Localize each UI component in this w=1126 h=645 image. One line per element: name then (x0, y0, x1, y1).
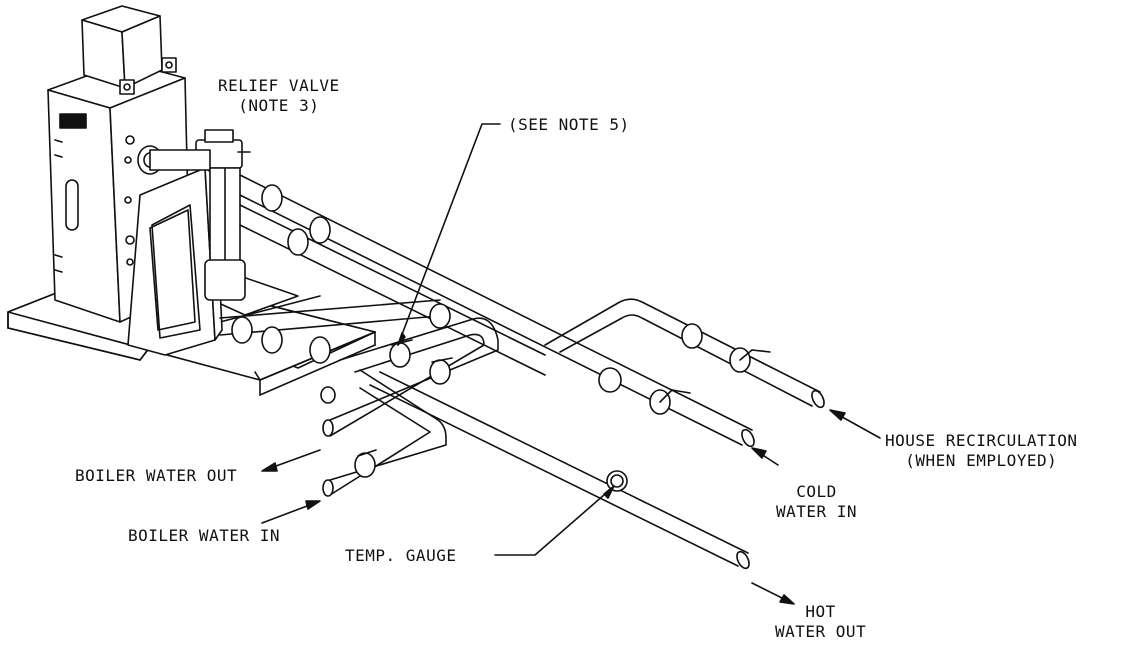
hot-water-out-pipe (369, 371, 750, 570)
boiler-water-out-pipe (322, 303, 499, 437)
leader-lines (261, 123, 881, 605)
house-recirculation-pipe (544, 298, 825, 409)
temp-gauge-label: TEMP. GAUGE (345, 546, 457, 565)
relief-valve-assembly (137, 129, 251, 301)
hot-water-out-label: HOT WATER OUT (775, 602, 866, 642)
boiler-water-out-label: BOILER WATER OUT (75, 466, 238, 485)
see-note-5-label: (SEE NOTE 5) (508, 115, 630, 134)
relief-valve-text: RELIEF VALVE (218, 76, 340, 95)
relief-valve-label: RELIEF VALVE (NOTE 3) (218, 76, 340, 116)
house-recirculation-note: (WHEN EMPLOYED) (905, 451, 1058, 470)
house-recirculation-label: HOUSE RECIRCULATION (WHEN EMPLOYED) (885, 431, 1078, 471)
lower-manifold-pipes (219, 299, 451, 404)
cold-water-in-label: COLD WATER IN (776, 482, 857, 522)
cold-water-in-text: WATER IN (776, 502, 858, 521)
cold-water-text: COLD (796, 482, 837, 501)
boiler-water-in-label: BOILER WATER IN (128, 526, 280, 545)
upper-pipe-run (239, 174, 755, 448)
ball-valve-note5 (389, 339, 413, 368)
hot-water-out-text: WATER OUT (775, 622, 867, 641)
boiler-water-in-pipe (322, 369, 447, 497)
hot-water-text: HOT (805, 602, 836, 621)
house-recirculation-text: HOUSE RECIRCULATION (885, 431, 1078, 450)
relief-valve-note: (NOTE 3) (238, 96, 320, 115)
control-box (81, 5, 177, 95)
